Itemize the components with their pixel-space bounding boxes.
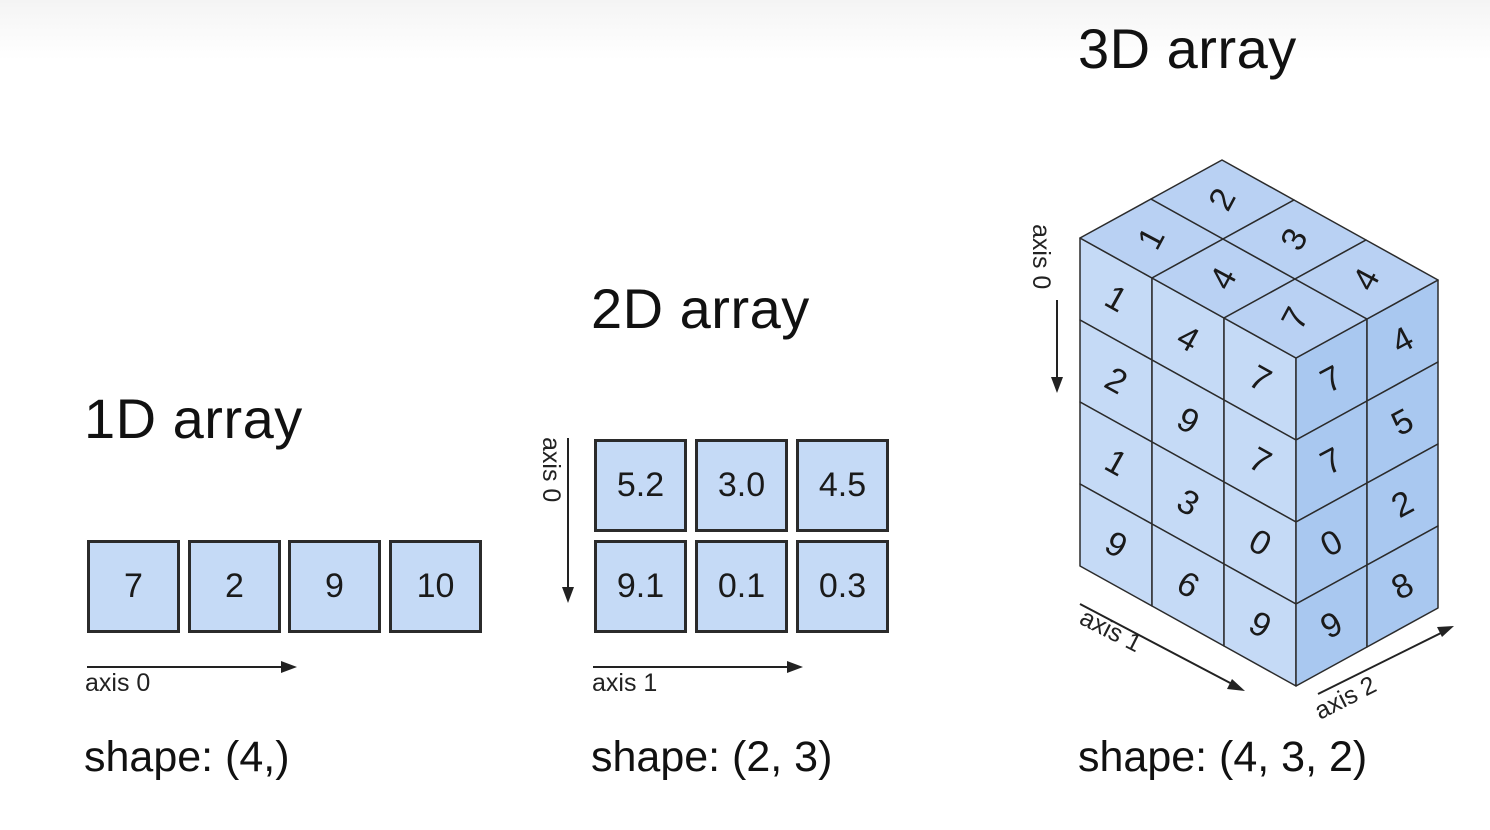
array-cell: 7	[87, 540, 180, 633]
axis-label-2d-axis1: axis 1	[592, 669, 658, 697]
title-3d: 3D array	[1078, 17, 1297, 80]
axis-label-3d-axis2: axis 2	[1310, 671, 1381, 726]
axis-label-1d-axis0: axis 0	[85, 669, 151, 697]
title-2d: 2D array	[591, 277, 810, 340]
matrix-cell: 0.3	[796, 540, 889, 633]
axis-arrows-2d: axis 0	[537, 437, 803, 673]
cube-top-cell	[1294, 239, 1439, 320]
matrix-cell: 3.0	[695, 439, 788, 532]
array-cell: 2	[188, 540, 281, 633]
cube-side-cell	[1366, 525, 1439, 648]
matrix-cell: 4.5	[796, 439, 889, 532]
title-1d: 1D array	[84, 387, 303, 450]
shape-2d: shape: (2, 3)	[591, 733, 833, 781]
axis-label-3d-axis0: axis 0	[1027, 224, 1055, 289]
array-cell: 9	[288, 540, 381, 633]
shape-3d: shape: (4, 3, 2)	[1078, 733, 1368, 781]
matrix-cell: 0.1	[695, 540, 788, 633]
shape-1d: shape: (4,)	[84, 733, 290, 781]
axis-arrow-1d	[87, 661, 297, 673]
matrix-cell: 5.2	[594, 439, 687, 532]
axis-label-2d-axis0: axis 0	[537, 437, 565, 502]
array-cell: 10	[389, 540, 482, 633]
matrix-cell: 9.1	[594, 540, 687, 633]
axis-label-3d-axis1: axis 1	[1075, 603, 1146, 658]
